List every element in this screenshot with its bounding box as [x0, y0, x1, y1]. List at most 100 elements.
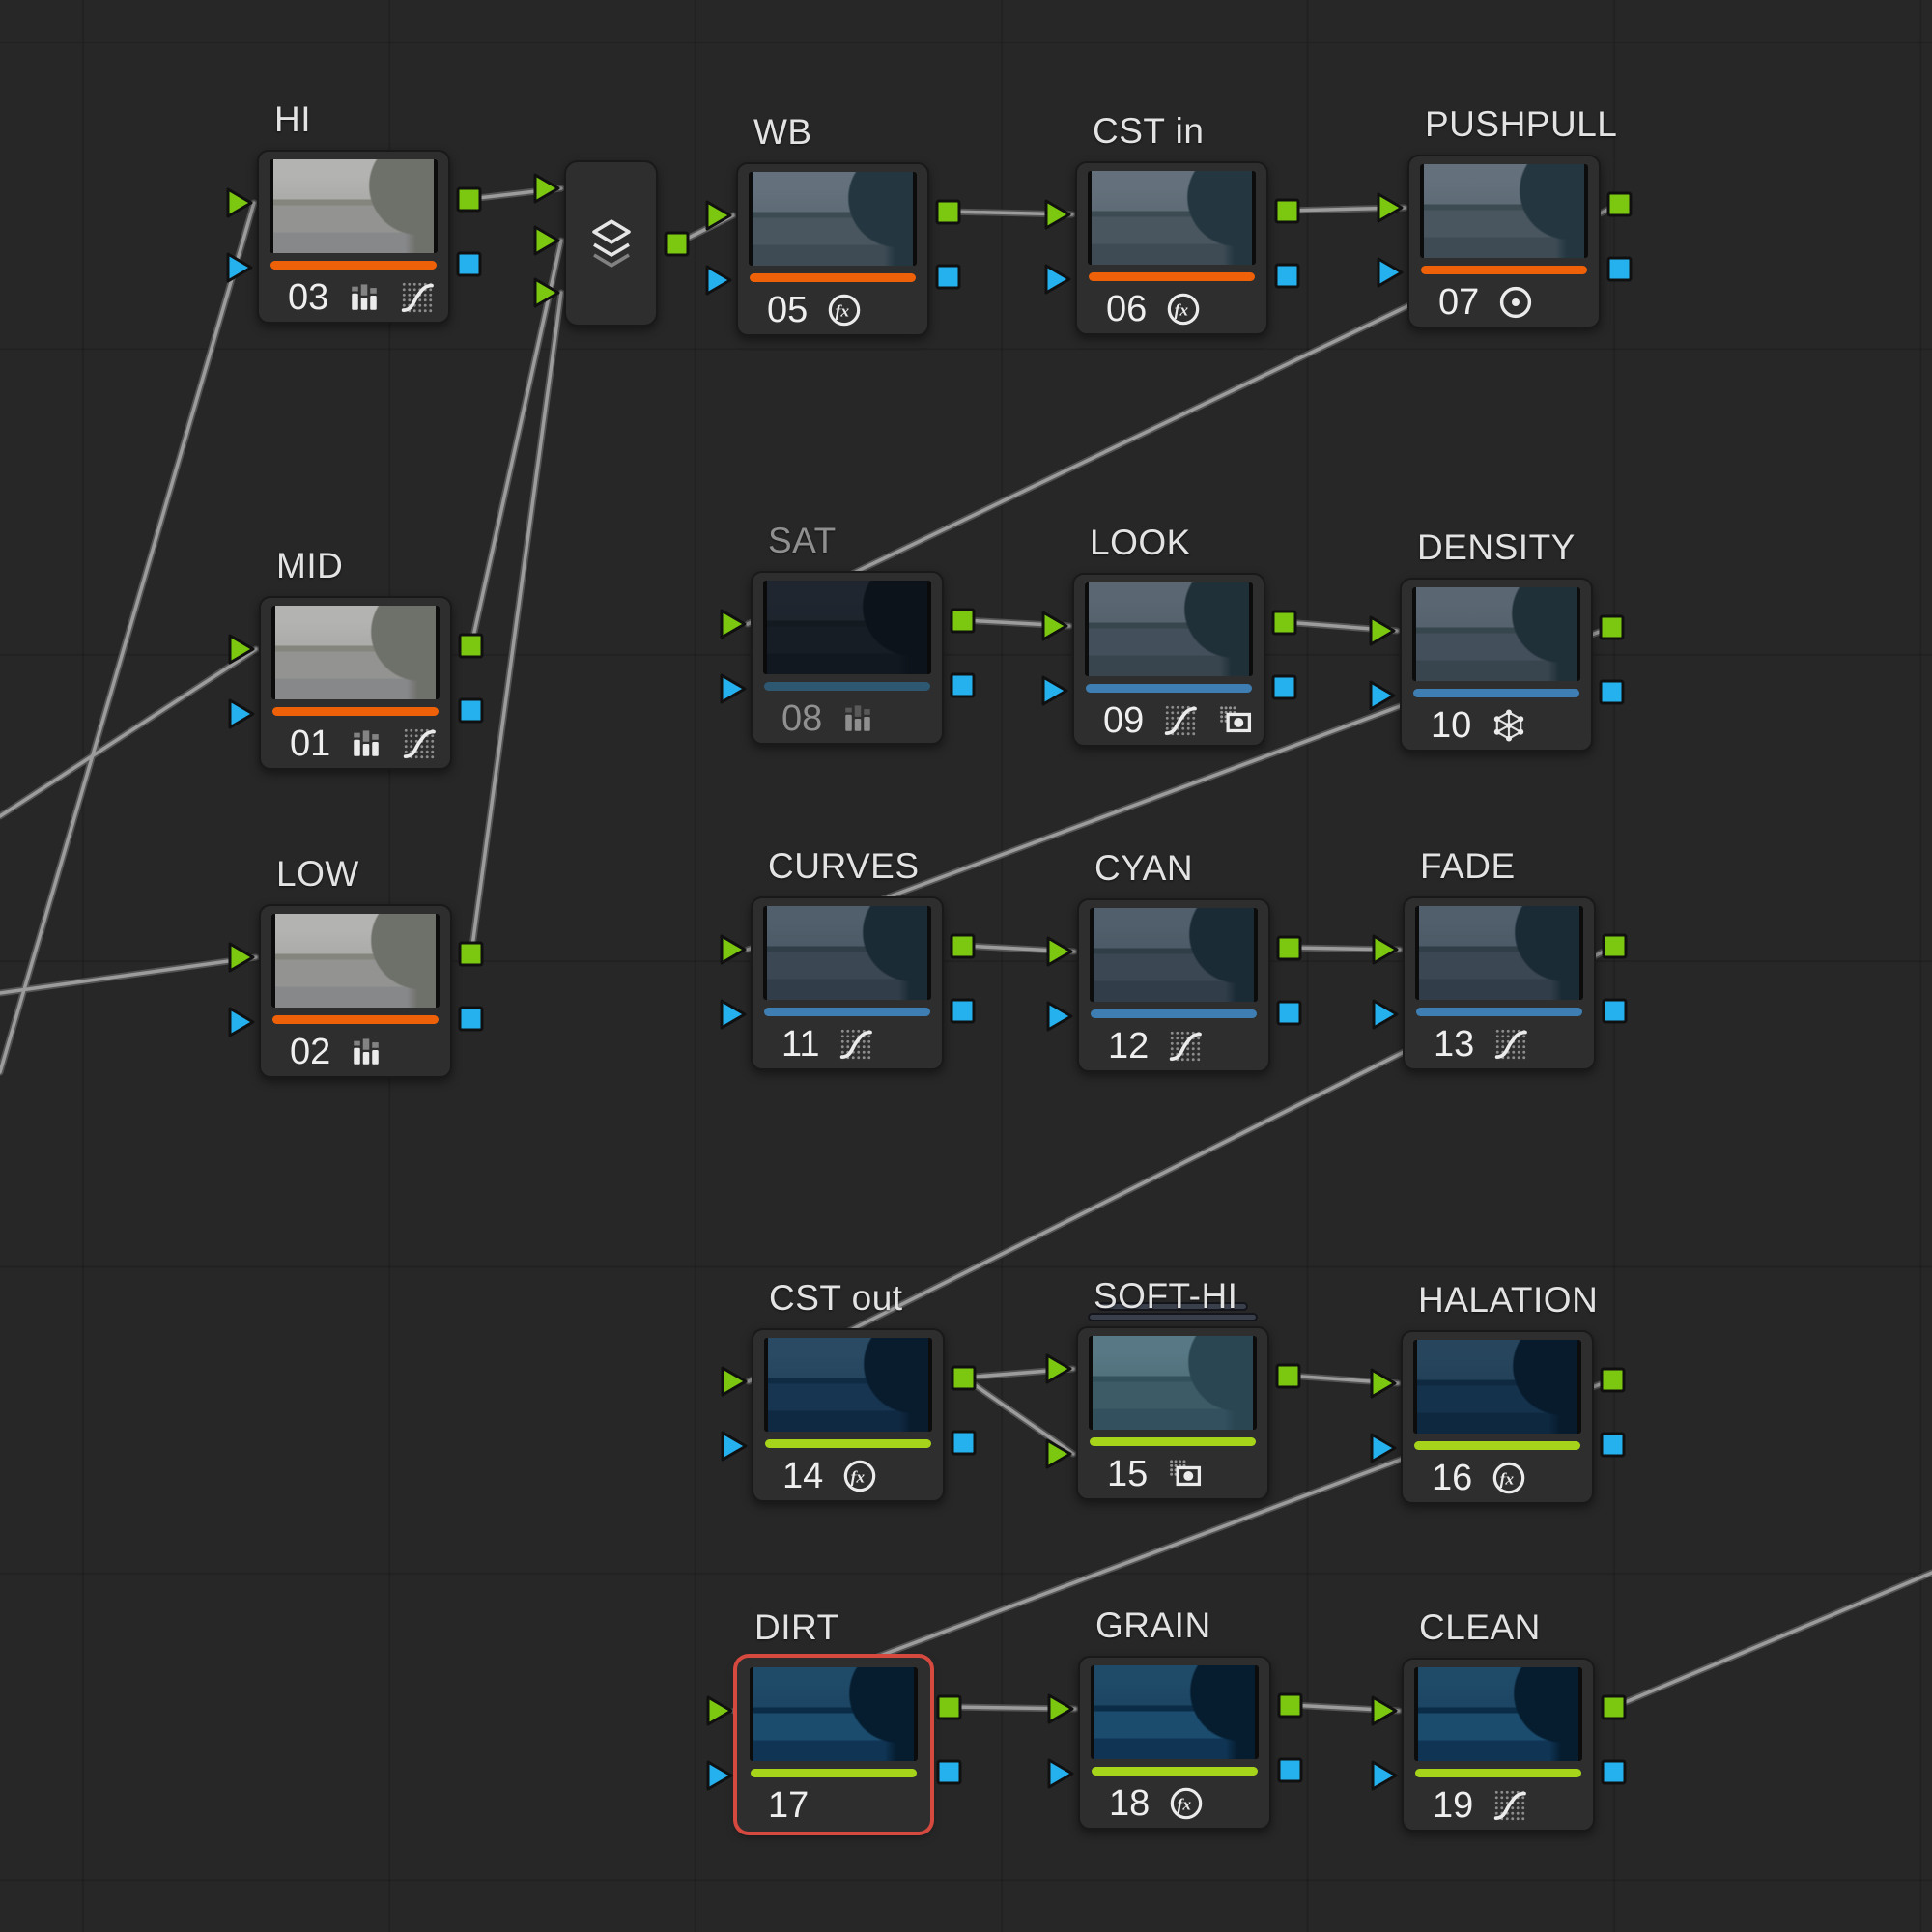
node-cst-out-rgb-input[interactable]	[720, 1365, 749, 1403]
node-mid-key-output[interactable]	[458, 697, 484, 728]
node-cst-in-key-input[interactable]	[1043, 263, 1072, 300]
node-dirt-rgb-input[interactable]	[705, 1694, 734, 1732]
node-look-rgb-input[interactable]	[1040, 610, 1069, 647]
layer-mixer-input-1[interactable]	[532, 172, 561, 210]
node-low-rgb-output[interactable]	[458, 941, 484, 972]
node-look-key-output[interactable]	[1271, 674, 1297, 705]
node-sat-rgb-output[interactable]	[950, 608, 976, 639]
node-density-rgb-output[interactable]	[1599, 614, 1625, 645]
node-fade-key-output[interactable]	[1602, 998, 1628, 1029]
node-grain-rgb-output[interactable]	[1277, 1692, 1303, 1723]
node-fade-rgb-input[interactable]	[1371, 933, 1400, 971]
node-dirt-rgb-output[interactable]	[936, 1694, 962, 1725]
node-cst-in-rgb-input[interactable]	[1043, 198, 1072, 236]
node-fade-key-input[interactable]	[1371, 998, 1400, 1036]
node-dirt[interactable]: 17	[737, 1658, 930, 1832]
node-curves[interactable]: 11	[751, 896, 944, 1070]
node-clean-rgb-output[interactable]	[1601, 1694, 1627, 1725]
node-density-rgb-input[interactable]	[1368, 614, 1397, 652]
node-wb-key-input[interactable]	[704, 264, 733, 301]
node-grain[interactable]: 18 fx	[1078, 1656, 1271, 1830]
node-halation-key-output[interactable]	[1600, 1432, 1626, 1463]
node-low-rgb-input[interactable]	[227, 941, 256, 979]
node-low-key-input[interactable]	[227, 1006, 256, 1043]
node-hi-rgb-input[interactable]	[225, 186, 254, 224]
node-halation-rgb-output[interactable]	[1600, 1367, 1626, 1398]
layer-mixer-node[interactable]	[564, 160, 658, 327]
node-fade[interactable]: 13	[1403, 896, 1596, 1070]
node-density-key-input[interactable]	[1368, 679, 1397, 717]
node-mid-rgb-output[interactable]	[458, 633, 484, 664]
node-pushpull-key-output[interactable]	[1606, 256, 1633, 287]
node-halation[interactable]: 16 fx	[1401, 1330, 1594, 1504]
node-cyan[interactable]: 12	[1077, 898, 1270, 1072]
node-curves-key-input[interactable]	[719, 998, 748, 1036]
node-hi-rgb-output[interactable]	[456, 186, 482, 217]
node-wb[interactable]: 05 fx	[736, 162, 929, 336]
node-number: 01	[290, 723, 331, 764]
primaries-bars-icon	[352, 284, 378, 310]
node-sat-rgb-input[interactable]	[719, 608, 748, 645]
node-mid-key-input[interactable]	[227, 697, 256, 735]
layer-mixer-output[interactable]	[664, 231, 690, 262]
node-soft-hi-rgb-output[interactable]	[1275, 1363, 1301, 1394]
node-pushpull[interactable]: 07	[1407, 155, 1601, 328]
node-number: 15	[1107, 1453, 1149, 1494]
node-cyan-key-input[interactable]	[1045, 1000, 1074, 1037]
node-clean-key-output[interactable]	[1601, 1759, 1627, 1790]
node-hi-key-input[interactable]	[225, 251, 254, 289]
node-cst-out[interactable]: 14 fx	[752, 1328, 945, 1502]
node-clean[interactable]: 19	[1402, 1658, 1595, 1832]
node-low[interactable]: 02	[259, 904, 452, 1078]
node-dirt-key-output[interactable]	[936, 1759, 962, 1790]
node-curves-rgb-input[interactable]	[719, 933, 748, 971]
node-cst-out-rgb-output[interactable]	[951, 1365, 977, 1396]
node-soft-hi-rgb-input-2[interactable]	[1044, 1437, 1073, 1475]
node-clean-rgb-input[interactable]	[1370, 1694, 1399, 1732]
node-cst-in-rgb-output[interactable]	[1274, 198, 1300, 229]
node-clean-key-input[interactable]	[1370, 1759, 1399, 1797]
node-cyan-rgb-output[interactable]	[1276, 935, 1302, 966]
layer-mixer-input-2[interactable]	[532, 224, 561, 262]
node-hi[interactable]: 03	[257, 150, 450, 324]
node-pushpull-rgb-output[interactable]	[1606, 191, 1633, 222]
node-wb-rgb-input[interactable]	[704, 199, 733, 237]
node-soft-hi[interactable]: 15	[1076, 1326, 1269, 1500]
node-cst-out-key-output[interactable]	[951, 1430, 977, 1461]
node-wb-key-output[interactable]	[935, 264, 961, 295]
node-pushpull-rgb-input[interactable]	[1376, 191, 1405, 229]
node-halation-key-input[interactable]	[1369, 1432, 1398, 1469]
node-curves-key-output[interactable]	[950, 998, 976, 1029]
node-low-key-output[interactable]	[458, 1006, 484, 1037]
node-halation-rgb-input[interactable]	[1369, 1367, 1398, 1405]
node-look-rgb-output[interactable]	[1271, 610, 1297, 640]
node-fade-rgb-output[interactable]	[1602, 933, 1628, 964]
node-mid[interactable]: 01	[259, 596, 452, 770]
node-hi-key-output[interactable]	[456, 251, 482, 282]
node-cyan-key-output[interactable]	[1276, 1000, 1302, 1031]
node-dirt-key-input[interactable]	[705, 1759, 734, 1797]
node-label-curves: CURVES	[768, 846, 920, 886]
node-cyan-rgb-input[interactable]	[1045, 935, 1074, 973]
node-wb-rgb-output[interactable]	[935, 199, 961, 230]
node-sat-key-output[interactable]	[950, 672, 976, 703]
node-curves-rgb-output[interactable]	[950, 933, 976, 964]
node-grain-rgb-input[interactable]	[1046, 1692, 1075, 1730]
node-grain-key-output[interactable]	[1277, 1757, 1303, 1788]
node-soft-hi-rgb-input-1[interactable]	[1044, 1352, 1073, 1390]
node-mid-rgb-input[interactable]	[227, 633, 256, 670]
node-cst-in-key-output[interactable]	[1274, 263, 1300, 294]
node-density[interactable]: 10	[1400, 578, 1593, 752]
node-cst-in[interactable]: 06 fx	[1075, 161, 1268, 335]
node-cst-out-key-input[interactable]	[720, 1430, 749, 1467]
node-sat-key-input[interactable]	[719, 672, 748, 710]
node-look-key-input[interactable]	[1040, 674, 1069, 712]
svg-text:fx: fx	[836, 301, 850, 320]
node-grain-key-input[interactable]	[1046, 1757, 1075, 1795]
node-pushpull-key-input[interactable]	[1376, 256, 1405, 294]
node-sat[interactable]: 08	[751, 571, 944, 745]
layer-mixer-input-3[interactable]	[532, 276, 561, 314]
node-look[interactable]: 09	[1072, 573, 1265, 747]
node-density-key-output[interactable]	[1599, 679, 1625, 710]
